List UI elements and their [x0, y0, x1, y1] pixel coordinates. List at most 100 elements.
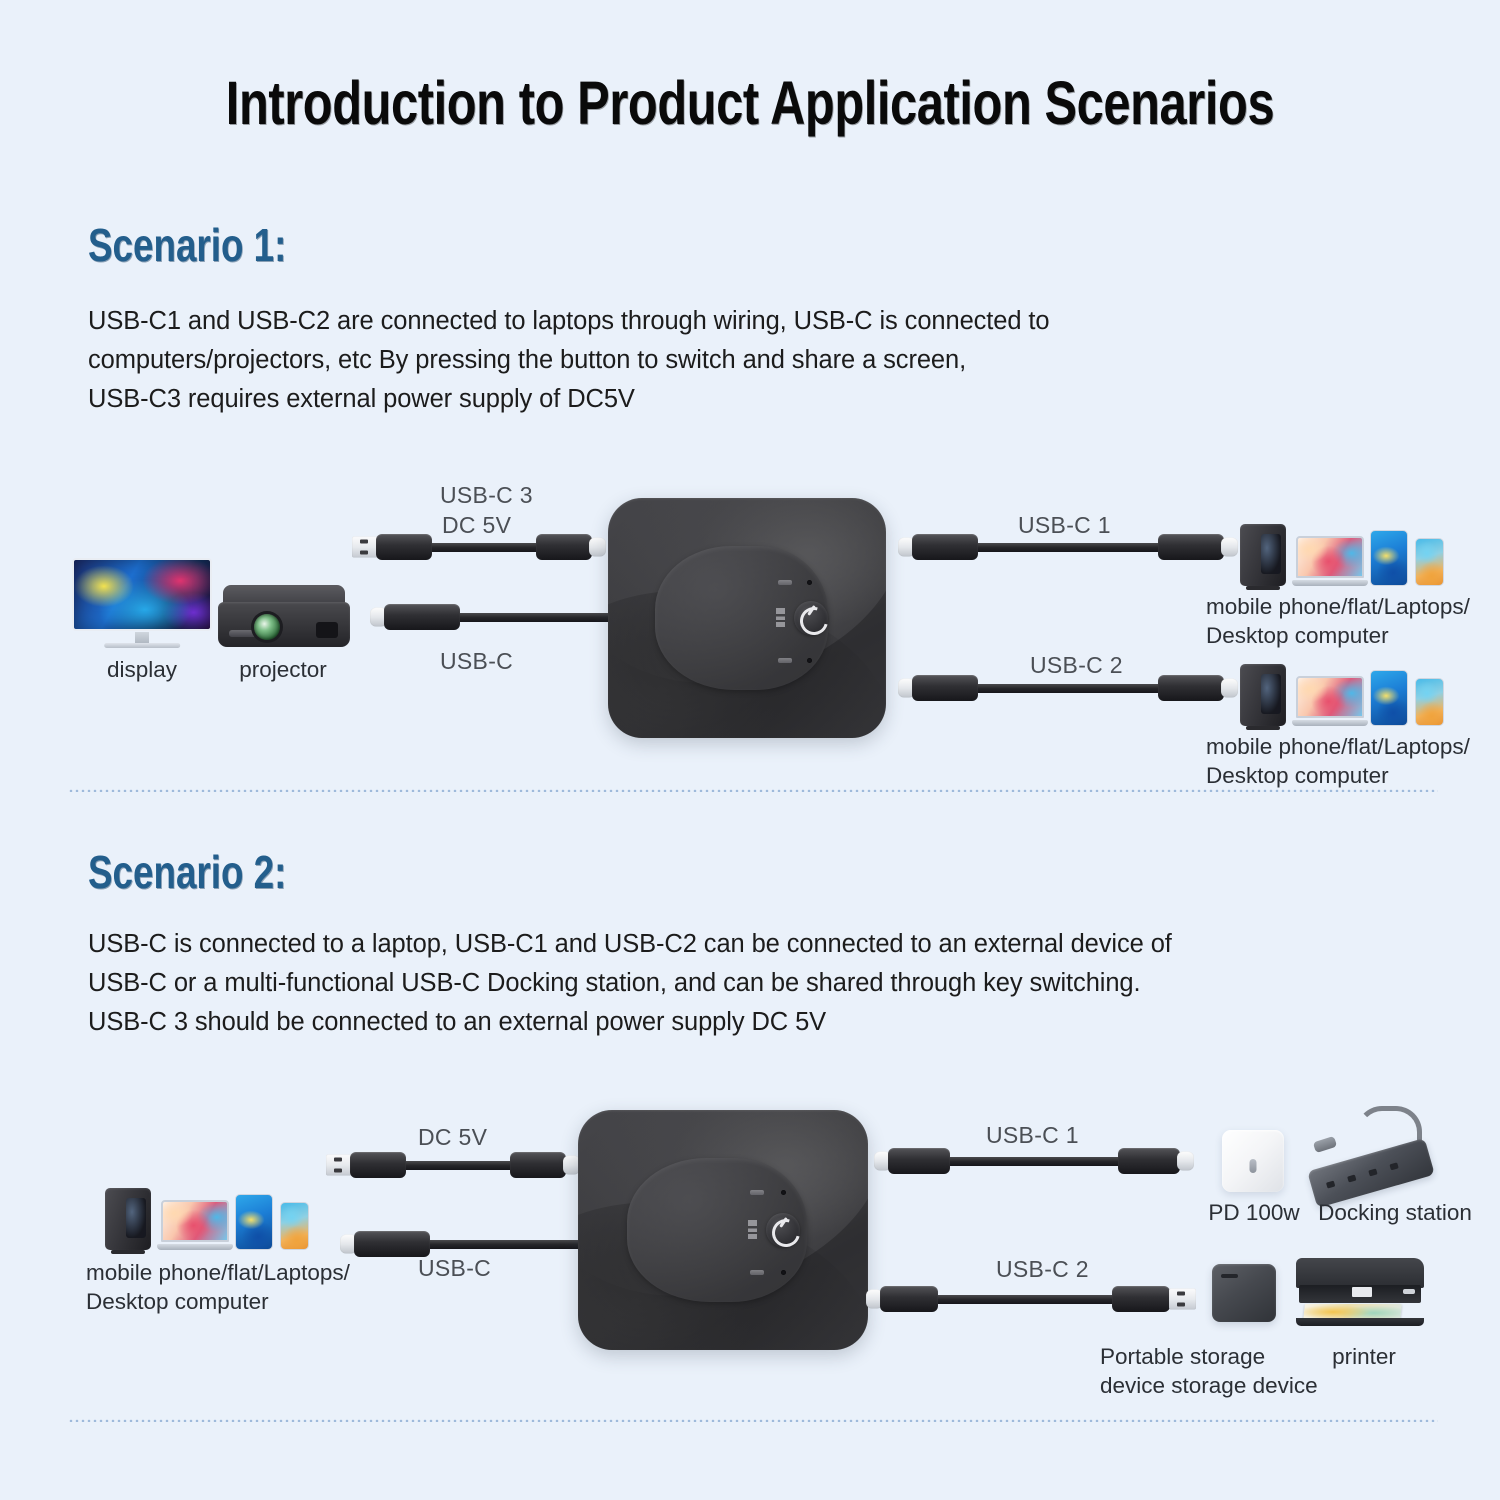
cable-connector-right — [1158, 675, 1224, 701]
status-bars — [748, 1220, 757, 1239]
usb-a-connector-icon — [352, 536, 379, 558]
projector-icon — [218, 585, 350, 647]
scenario-1-heading: Scenario 1: — [88, 219, 287, 271]
laptop-screen — [161, 1200, 229, 1242]
usb-c2-cable — [898, 675, 1238, 701]
tablet-icon — [1370, 530, 1408, 586]
usb-c3-power-cable — [352, 534, 610, 560]
printer-base — [1296, 1317, 1424, 1326]
usb-switch-box-icon[interactable] — [578, 1110, 868, 1350]
charger-port — [1249, 1158, 1257, 1173]
dc5v-label: DC 5V — [418, 1124, 488, 1150]
switch-button-icon[interactable] — [794, 601, 828, 635]
cable-connector-right — [1118, 1148, 1180, 1174]
monitor-screen — [72, 558, 212, 632]
mobile-phone-icon — [1415, 678, 1444, 726]
cable-wire — [888, 1156, 1180, 1166]
desktop-tower-icon — [1240, 664, 1286, 730]
monitor-base — [104, 643, 180, 649]
laptop-keyboard — [156, 1244, 234, 1250]
usb-c-connector-icon — [1221, 537, 1238, 557]
scenario-1-description: USB-C1 and USB-C2 are connected to lapto… — [88, 307, 1050, 413]
led-indicator-bottom — [781, 1270, 786, 1275]
display-monitor-icon — [72, 558, 212, 652]
switch-button-icon[interactable] — [766, 1213, 800, 1247]
cable-wire — [912, 683, 1224, 693]
docking-station-caption: Docking station — [1318, 1200, 1472, 1225]
cable-connector-right — [1112, 1286, 1170, 1312]
dc5v-power-cable — [326, 1152, 584, 1178]
page-title: Introduction to Product Application Scen… — [225, 69, 1275, 137]
port-marker-bottom — [778, 658, 792, 663]
cable-wire — [376, 542, 576, 552]
projector-body — [218, 602, 350, 647]
cable-wire — [350, 1160, 550, 1170]
usb-c-label: USB-C — [440, 648, 514, 674]
desktop-tower-icon — [105, 1188, 151, 1254]
cable-connector-left — [912, 675, 978, 701]
usb-c3-label-line2: DC 5V — [442, 512, 512, 538]
port-marker-top — [778, 580, 792, 585]
device-cluster-left — [105, 1186, 320, 1254]
usb-c-main-cable — [370, 604, 620, 630]
cable-connector-a-body — [376, 534, 432, 560]
device-cluster-top — [1240, 522, 1455, 590]
printer-icon — [1296, 1258, 1424, 1326]
cable-connector-left — [888, 1148, 950, 1174]
led-indicator-bottom — [807, 658, 812, 663]
projector-caption: projector — [239, 657, 327, 682]
device-cluster-left-caption: mobile phone/flat/Laptops/ Desktop compu… — [86, 1260, 350, 1314]
usb-c-connector-icon — [340, 1234, 357, 1254]
usb-c2-label: USB-C 2 — [1030, 652, 1123, 678]
cable-connector-body — [354, 1231, 430, 1257]
cable-connector-left — [880, 1286, 938, 1312]
laptop-icon — [156, 1200, 234, 1250]
cable-connector-a-body — [350, 1152, 406, 1178]
docking-station-icon — [1307, 1106, 1435, 1209]
cable-connector-right — [1158, 534, 1224, 560]
port-marker-top — [750, 1190, 764, 1195]
portable-storage-icon — [1212, 1264, 1276, 1322]
laptop-keyboard — [1291, 720, 1369, 726]
usb-c1-cable — [898, 534, 1238, 560]
printer-top — [1296, 1258, 1424, 1288]
cable-connector-body — [384, 604, 460, 630]
section-divider — [68, 788, 1438, 792]
device-cluster-bottom-caption: mobile phone/flat/Laptops/ Desktop compu… — [1206, 734, 1470, 788]
device-cluster-bottom — [1240, 662, 1455, 730]
laptop-screen — [1296, 536, 1364, 578]
usb-c-connector-icon — [370, 607, 387, 627]
usb-c1-label: USB-C 1 — [986, 1122, 1079, 1148]
scenario-2-heading: Scenario 2: — [88, 846, 287, 898]
mobile-phone-icon — [1415, 538, 1444, 586]
usb-c-connector-icon — [563, 1155, 580, 1175]
cable-wire — [384, 612, 620, 622]
cable-wire — [880, 1294, 1162, 1304]
usb-c1-label: USB-C 1 — [1018, 512, 1111, 538]
cable-connector-c-body — [510, 1152, 566, 1178]
tablet-icon — [235, 1194, 273, 1250]
desktop-tower-icon — [1240, 524, 1286, 590]
projector-vent — [228, 630, 263, 638]
scenario-2-description: USB-C is connected to a laptop, USB-C1 a… — [88, 930, 1172, 1036]
led-indicator-top — [807, 580, 812, 585]
printer-panel — [1352, 1286, 1372, 1297]
usb-c3-label-line1: USB-C 3 — [440, 482, 533, 508]
usb-c2-cable — [866, 1286, 1196, 1312]
status-bars — [776, 608, 785, 627]
laptop-keyboard — [1291, 580, 1369, 586]
dock-cable — [1356, 1106, 1423, 1156]
device-cluster-top-caption: mobile phone/flat/Laptops/ Desktop compu… — [1206, 594, 1470, 648]
portable-storage-caption: Portable storage device storage device — [1100, 1344, 1318, 1398]
usb-switch-box-icon[interactable] — [608, 498, 886, 738]
usb-c-label: USB-C — [418, 1255, 492, 1281]
charger-body — [1222, 1130, 1284, 1192]
usb-c-connector-icon — [874, 1151, 891, 1171]
projector-top — [223, 585, 345, 607]
usb-c-connector-icon — [898, 537, 915, 557]
pd-charger-icon — [1222, 1130, 1284, 1192]
usb-a-connector-icon — [326, 1154, 353, 1176]
printer-indicator — [1403, 1289, 1416, 1295]
cable-wire — [354, 1239, 590, 1249]
